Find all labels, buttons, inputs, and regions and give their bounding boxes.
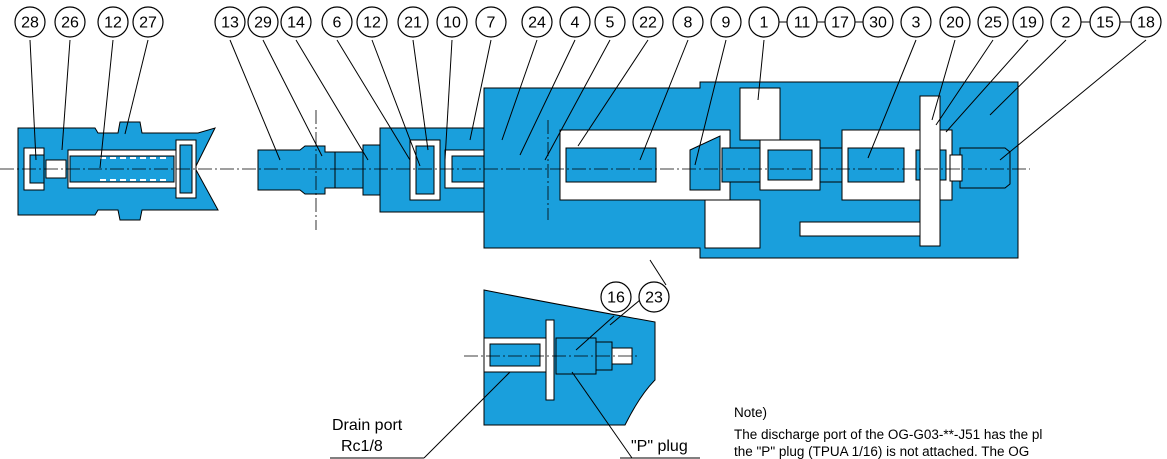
callout-number: 22 bbox=[639, 15, 657, 32]
callout-number: 28 bbox=[21, 15, 39, 32]
callout-circle bbox=[977, 6, 1009, 38]
callout-circle bbox=[1012, 6, 1044, 38]
callout-circle bbox=[214, 6, 246, 38]
callout-number: 1 bbox=[760, 15, 769, 32]
callout-circle bbox=[600, 281, 632, 313]
callout-circle bbox=[939, 6, 971, 38]
main-valve-body bbox=[257, 81, 1019, 259]
callout-circle bbox=[559, 6, 591, 38]
drain-port-label: Drain port bbox=[332, 417, 403, 434]
callout-circle bbox=[397, 6, 429, 38]
detail-view bbox=[464, 289, 656, 426]
note-heading: Note) bbox=[734, 405, 767, 420]
drain-port-size-label: Rc1/8 bbox=[341, 438, 383, 455]
note-line-1: The discharge port of the OG-G03-**-J51 … bbox=[734, 427, 1042, 442]
callout-circle bbox=[900, 6, 932, 38]
callout-number: 19 bbox=[1019, 15, 1037, 32]
callout-number: 2 bbox=[1062, 15, 1071, 32]
callout-circle bbox=[475, 6, 507, 38]
callout-number: 21 bbox=[404, 15, 422, 32]
callout-number: 3 bbox=[912, 15, 921, 32]
callout-circle bbox=[97, 6, 129, 38]
callout-number: 18 bbox=[1137, 15, 1155, 32]
callout-circle bbox=[1130, 6, 1162, 38]
callout-circle bbox=[356, 6, 388, 38]
callout-number: 23 bbox=[645, 290, 663, 307]
callout-number: 29 bbox=[254, 15, 272, 32]
callout-number: 12 bbox=[104, 15, 122, 32]
callout-circle bbox=[638, 281, 670, 313]
callout-number: 12 bbox=[363, 15, 381, 32]
callout-number: 8 bbox=[684, 15, 693, 32]
left-subassembly bbox=[17, 121, 219, 221]
callout-number: 5 bbox=[606, 15, 615, 32]
callout-number: 20 bbox=[946, 15, 964, 32]
callout-number: 7 bbox=[487, 15, 496, 32]
p-plug-label: "P" plug bbox=[631, 438, 688, 455]
callout-circle bbox=[594, 6, 626, 38]
callout-circle bbox=[436, 6, 468, 38]
callout-number: 6 bbox=[333, 15, 342, 32]
callout-circle bbox=[247, 6, 279, 38]
callout-circle bbox=[14, 6, 46, 38]
callout-number: 26 bbox=[61, 15, 79, 32]
callout-circle bbox=[786, 6, 818, 38]
callout-number: 14 bbox=[287, 15, 305, 32]
callout-circle bbox=[54, 6, 86, 38]
note-line-2: the "P" plug (TPUA 1/16) is not attached… bbox=[734, 444, 1029, 459]
callout-number: 27 bbox=[139, 15, 157, 32]
callout-circle bbox=[862, 6, 894, 38]
callout-circle bbox=[632, 6, 664, 38]
callout-number: 30 bbox=[869, 15, 887, 32]
callout-circle bbox=[1089, 6, 1121, 38]
callout-number: 9 bbox=[722, 15, 731, 32]
callout-circle bbox=[321, 6, 353, 38]
callout-number: 4 bbox=[571, 15, 580, 32]
leader-lines bbox=[29, 39, 1147, 459]
callout-circle bbox=[824, 6, 856, 38]
callout-number: 15 bbox=[1096, 15, 1114, 32]
callout-number: 25 bbox=[984, 15, 1002, 32]
callout-number: 11 bbox=[794, 15, 811, 32]
callout-number: 24 bbox=[528, 15, 546, 32]
callout-circle bbox=[280, 6, 312, 38]
callout-circle bbox=[132, 6, 164, 38]
callout-circle bbox=[710, 6, 742, 38]
callout-number: 10 bbox=[443, 15, 461, 32]
callout-number: 16 bbox=[607, 290, 625, 307]
callout-circle bbox=[672, 6, 704, 38]
callout-number: 17 bbox=[831, 15, 849, 32]
callout-circle bbox=[1050, 6, 1082, 38]
callout-circle bbox=[748, 6, 780, 38]
callout-number: 13 bbox=[221, 15, 239, 32]
callout-circle bbox=[521, 6, 553, 38]
